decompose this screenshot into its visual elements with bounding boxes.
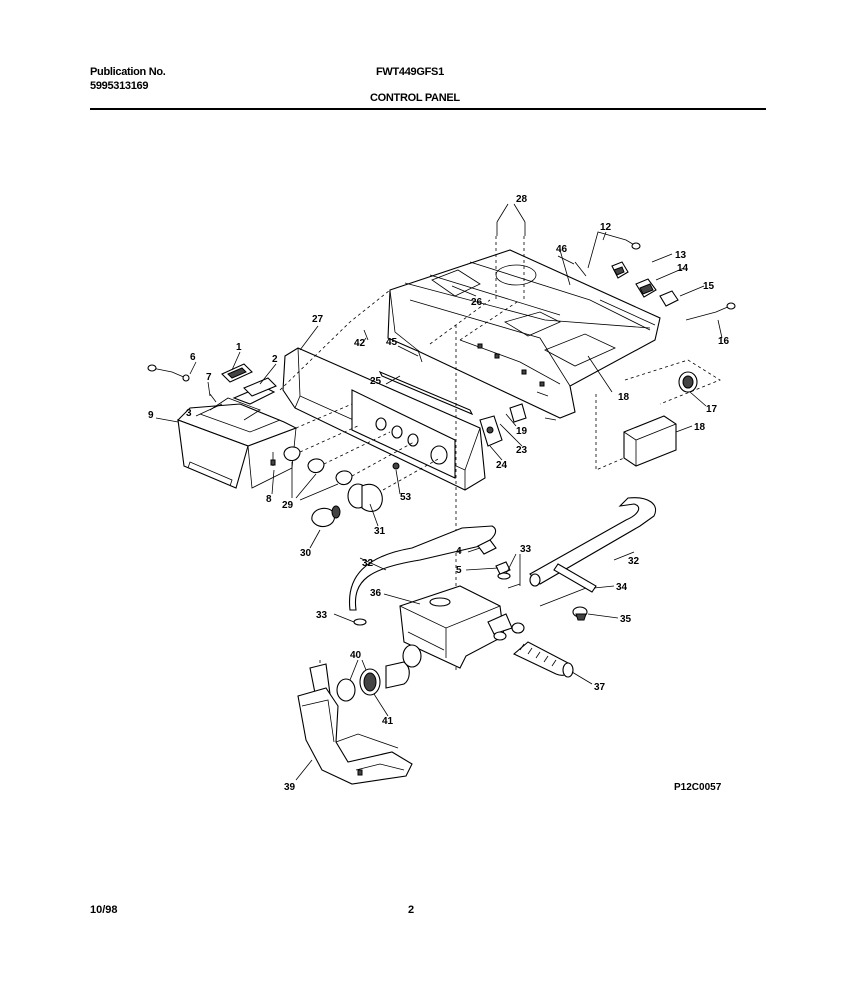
callout-42: 42 [354,338,366,349]
callout-37: 37 [594,682,606,693]
alignment-lines [279,236,525,680]
callout-32-left: 32 [362,558,374,569]
publication-number: 5995313169 [90,80,149,92]
clamps [353,539,521,626]
hose-32-left [348,525,497,611]
callout-26: 26 [471,297,483,308]
header-rule [90,108,766,110]
callout-5: 5 [456,565,462,576]
callout-39: 39 [284,782,296,793]
callout-30: 30 [300,548,312,559]
rod-25 [378,370,474,416]
callout-4: 4 [456,546,462,557]
callout-14: 14 [677,263,689,274]
callout-2: 2 [272,354,278,365]
callout-46: 46 [556,244,568,255]
leader-lines [155,203,723,781]
callout-18: 18 [694,422,706,433]
switch-19-24 [479,403,527,447]
footer-date: 10/98 [90,904,118,916]
diagram-code: P12C0057 [674,782,722,793]
callout-21: 18 [618,392,630,403]
callout-16: 16 [718,336,730,347]
callout-15: 15 [703,281,715,292]
callout-13: 13 [675,250,687,261]
callout-33-lower: 33 [316,610,328,621]
callout-35: 35 [620,614,632,625]
publication-label: Publication No. [90,66,166,78]
knobs-29 [283,446,353,486]
hose-32-right [529,497,656,587]
callout-28: 28 [516,194,528,205]
control-panel-frame [282,347,486,491]
callout-12: 12 [600,222,612,233]
callout-24: 24 [496,460,508,471]
inlet-duct-39 [297,663,413,785]
callout-53: 53 [400,492,412,503]
hose-37 [512,641,574,678]
callout-3: 3 [186,408,192,419]
callout-34: 34 [616,582,628,593]
callout-27: 27 [312,314,324,325]
screws [363,222,557,421]
callout-29: 29 [282,500,294,511]
wire-16 [685,302,736,321]
console-base [387,249,661,419]
callout-6: 6 [190,352,196,363]
valve-36 [399,585,525,669]
callout-25: 25 [370,376,382,387]
timer-18 [595,359,721,471]
callout-7: 7 [206,372,212,383]
model-number: FWT449GFS1 [376,66,444,78]
callout-17: 17 [706,404,718,415]
section-title: CONTROL PANEL [370,92,460,104]
bracket-34-35 [539,563,597,621]
callout-23: 23 [516,445,528,456]
footer-page-number: 2 [408,904,415,916]
callout-33-upper: 33 [520,544,532,555]
callout-41: 41 [382,716,394,727]
callout-1: 1 [236,342,242,353]
callout-9: 9 [148,410,154,421]
switches [611,261,679,307]
callout-labels: 28 12 46 13 14 15 26 27 16 42 45 1 2 6 7… [148,194,730,793]
callout-40: 40 [350,650,362,661]
callout-19: 19 [516,426,528,437]
callout-45: 45 [386,337,398,348]
knob-17 [678,371,698,393]
wire-harness [574,231,641,277]
callout-32-right: 32 [628,556,640,567]
fill-tube-40-41 [336,644,422,702]
dispenser-drawer [147,363,298,489]
knob-30-31 [311,462,400,528]
callout-36: 36 [370,588,382,599]
callout-31: 31 [374,526,386,537]
callout-8: 8 [266,494,272,505]
